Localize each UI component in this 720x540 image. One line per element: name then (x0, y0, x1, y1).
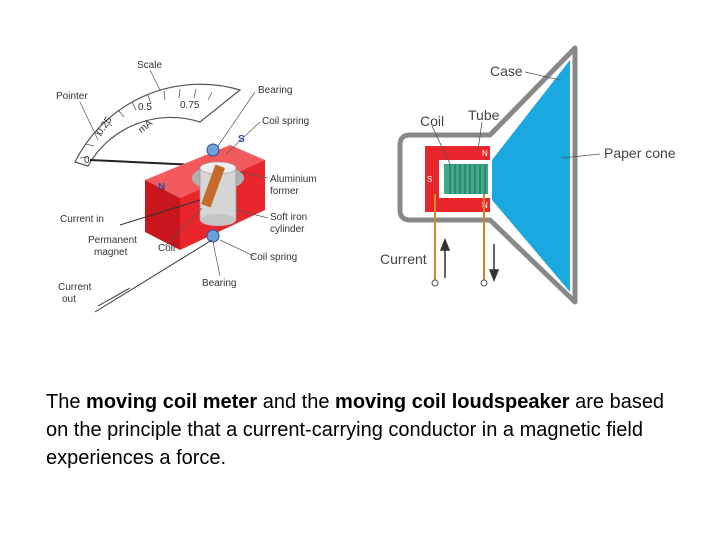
meter-leader-lines (79, 69, 269, 277)
pointer-label: Pointer (56, 91, 88, 102)
caption-text: The moving coil meter and the moving coi… (46, 388, 686, 472)
scale-ticks (79, 88, 213, 159)
terminal-right-icon (480, 279, 488, 287)
permanent-magnet-label-1: Permanent (88, 235, 137, 246)
current-out-label-1: Current (58, 282, 92, 293)
current-out-label-2: out (62, 294, 76, 305)
speaker-pole-n-top: N (482, 149, 488, 158)
tick-label-0: 0 (84, 155, 90, 166)
caption-part2: and the (257, 391, 336, 413)
coil-label: Coil (158, 243, 175, 254)
case-label: Case (490, 63, 523, 79)
meter-scale-arc (74, 83, 242, 167)
current-in-label: Current in (60, 214, 104, 225)
terminal-left-icon (431, 279, 439, 287)
soft-iron-label-2: cylinder (270, 224, 305, 235)
coil-spring-bottom-label: Coil spring (250, 252, 297, 263)
caption-bold-meter: moving coil meter (86, 391, 258, 413)
wire-current-in (119, 199, 201, 226)
moving-coil-meter-diagram: 0 0.25 0.5 0.75 mA N S Scale Pointer B (56, 60, 317, 313)
speaker-pole-s: S (427, 175, 432, 184)
magnet-pole-s (425, 160, 439, 198)
bearing-bottom-icon (206, 229, 220, 243)
paper-cone-label: Paper cone (604, 145, 676, 161)
aluminium-former-label-2: former (270, 186, 300, 197)
tick-label-05: 0.5 (138, 102, 152, 113)
soft-iron-label-1: Soft iron (270, 212, 307, 223)
current-down-arrow-icon (488, 244, 500, 283)
paper-cone (492, 60, 570, 292)
tick-label-075: 0.75 (180, 100, 200, 111)
wire-current-out-2 (97, 287, 131, 307)
magnet-pole-n-top (425, 146, 490, 160)
pole-n-label: N (158, 182, 165, 193)
caption-part1: The (46, 391, 87, 413)
magnet-pole-n-bottom (425, 198, 490, 212)
caption-part3: are based on the principle that a curren… (46, 391, 665, 469)
tube-label: Tube (468, 107, 500, 123)
bearing-bottom-label: Bearing (202, 278, 236, 289)
speaker-leader-lines (431, 71, 601, 165)
moving-coil (201, 164, 225, 208)
bearing-top-icon (206, 143, 220, 157)
scale-label: Scale (137, 60, 162, 71)
wire-current-out (94, 239, 213, 313)
caption-bold-loudspeaker: moving coil loudspeaker (335, 391, 570, 413)
aluminium-former-label-1: Aluminium (270, 174, 317, 185)
coil-label-speaker: Coil (420, 113, 444, 129)
current-label: Current (380, 251, 427, 267)
current-up-arrow-icon (439, 237, 451, 278)
coil-spring-top-label: Coil spring (262, 116, 309, 127)
moving-coil-loudspeaker-diagram: N S N Case Coil Tube Paper cone Current (380, 45, 676, 305)
speaker-coil (444, 164, 488, 194)
bearing-top-label: Bearing (258, 85, 292, 96)
permanent-magnet-label-2: magnet (94, 247, 128, 258)
